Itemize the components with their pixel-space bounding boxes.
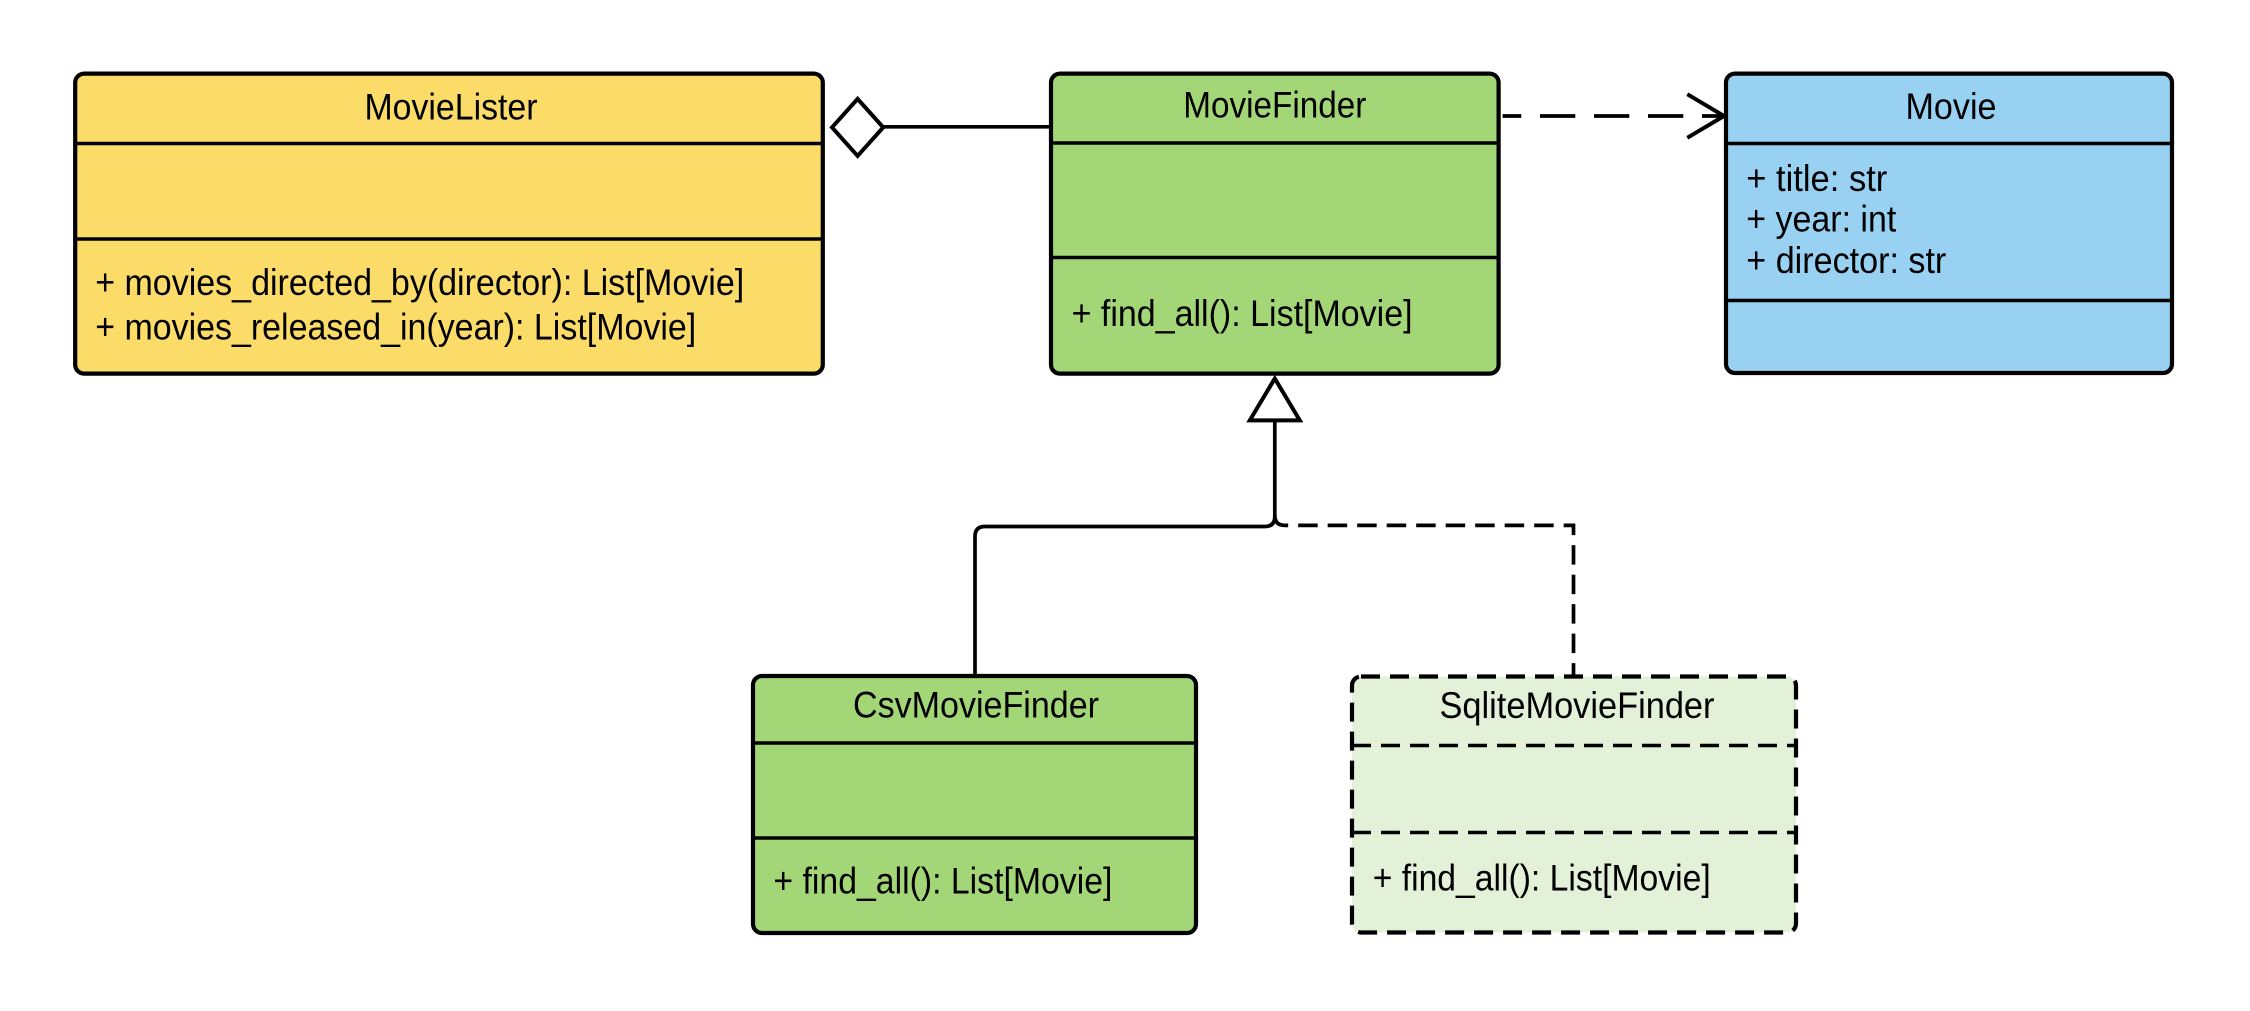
svg-text:+ director: str: + director: str: [1746, 240, 1946, 281]
svg-text:Movie: Movie: [1906, 86, 1997, 127]
svg-text:+ movies_released_in(year): Li: + movies_released_in(year): List[Movie]: [95, 306, 696, 347]
svg-text:CsvMovieFinder: CsvMovieFinder: [853, 685, 1099, 726]
svg-text:+ movies_directed_by(director): + movies_directed_by(director): List[Mov…: [95, 262, 744, 303]
svg-text:MovieLister: MovieLister: [365, 87, 538, 128]
svg-text:+ find_all(): List[Movie]: + find_all(): List[Movie]: [1072, 293, 1413, 334]
svg-text:SqliteMovieFinder: SqliteMovieFinder: [1440, 685, 1715, 726]
svg-text:+ find_all(): List[Movie]: + find_all(): List[Movie]: [1373, 858, 1711, 899]
svg-text:MovieFinder: MovieFinder: [1183, 85, 1366, 126]
svg-text:+ year: int: + year: int: [1746, 199, 1897, 240]
svg-text:+ title: str: + title: str: [1746, 158, 1887, 199]
svg-text:+ find_all(): List[Movie]: + find_all(): List[Movie]: [773, 861, 1112, 902]
